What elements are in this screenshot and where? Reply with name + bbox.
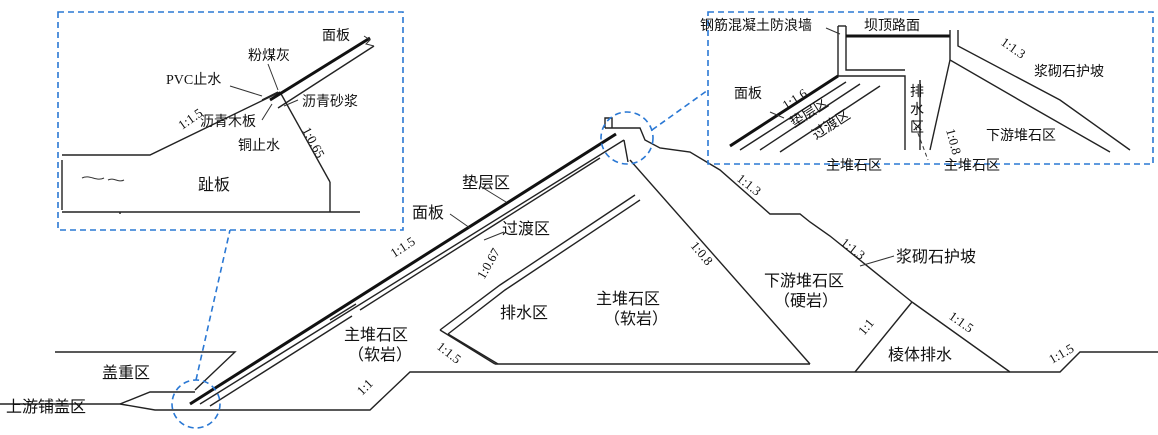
label-drain-zone: 排水区 bbox=[500, 304, 548, 322]
ld-pvc-stop: PVC止水 bbox=[166, 72, 221, 88]
main-labels: 上游铺盖区 盖重区 主堆石区 （软岩） 主堆石区 （软岩） 排水区 垫层区 面板… bbox=[6, 174, 976, 416]
label-soft-rock-center: （软岩） bbox=[604, 310, 668, 328]
rd-main-rock-a: 主堆石区 bbox=[826, 158, 882, 174]
rd-crest-road: 坝顶路面 bbox=[864, 18, 920, 34]
slope-down-a: 1:1.3 bbox=[734, 171, 764, 199]
left-detail-labels: 面板 粉煤灰 PVC止水 沥青砂浆 沥青木板 铜止水 趾板 1:1.5 1:0.… bbox=[166, 28, 358, 194]
ld-toe-slab: 趾板 bbox=[198, 176, 230, 194]
dam-outline bbox=[0, 117, 1158, 411]
ld-fly-ash: 粉煤灰 bbox=[248, 48, 290, 64]
label-hard-rock: （硬岩） bbox=[774, 292, 838, 310]
rd-main-rock-b: 主堆石区 bbox=[944, 158, 1000, 174]
ld-face-slab: 面板 bbox=[322, 28, 350, 44]
rd-slope-08: 1:0.8 bbox=[943, 127, 964, 156]
label-cushion-zone: 垫层区 bbox=[462, 174, 510, 192]
slope-prism: 1:1 bbox=[855, 316, 877, 338]
slope-labels: 1:1.5 1:0.67 1:0.8 1:1.3 1:1.3 1:1.5 1:1… bbox=[354, 171, 1077, 399]
ld-asphalt-board: 沥青木板 bbox=[200, 114, 256, 130]
rd-drain-2: 水 bbox=[910, 102, 924, 118]
slope-right: 1:1.5 bbox=[946, 308, 976, 335]
label-transition-zone: 过渡区 bbox=[502, 220, 550, 238]
slope-inner-067: 1:0.67 bbox=[474, 245, 504, 281]
right-detail-labels: 钢筋混凝土防浪墙 坝顶路面 浆砌石护坡 面板 垫层区 过渡区 排 水 区 主堆石… bbox=[700, 17, 1104, 174]
label-soft-rock-left: （软岩） bbox=[348, 346, 412, 364]
rd-drain-3: 区 bbox=[910, 120, 924, 136]
slope-upstream: 1:1.5 bbox=[387, 234, 417, 261]
rd-slope-13: 1:1.3 bbox=[998, 34, 1028, 61]
label-prism-drain: 棱体排水 bbox=[888, 346, 952, 364]
rd-face-slab: 面板 bbox=[734, 86, 762, 102]
label-main-rock-left: 主堆石区 bbox=[344, 326, 408, 344]
label-face-slab: 面板 bbox=[412, 204, 444, 222]
ld-copper-stop: 铜止水 bbox=[238, 138, 280, 154]
label-main-rock-center: 主堆石区 bbox=[596, 290, 660, 308]
slope-base: 1:1.5 bbox=[1046, 340, 1076, 366]
slope-down-b: 1:1.3 bbox=[838, 235, 868, 263]
ld-asphalt-mortar: 沥青砂浆 bbox=[302, 94, 358, 110]
rd-parapet: 钢筋混凝土防浪墙 bbox=[700, 17, 812, 34]
left-detail-drawing bbox=[61, 35, 375, 214]
label-upstream-blanket: 上游铺盖区 bbox=[6, 398, 86, 416]
detail-callouts bbox=[57, 11, 1154, 429]
rd-masonry-slope: 浆砌石护坡 bbox=[1034, 64, 1104, 80]
right-detail-drawing bbox=[729, 25, 1131, 161]
label-masonry-slope: 浆砌石护坡 bbox=[896, 248, 976, 266]
slope-inner-08: 1:0.8 bbox=[688, 238, 716, 268]
slope-toe: 1:1 bbox=[354, 376, 376, 398]
ld-slope-065: 1:0.65 bbox=[299, 124, 328, 160]
label-downstream-rock: 下游堆石区 bbox=[764, 272, 844, 290]
rd-downstream-rock: 下游堆石区 bbox=[986, 128, 1056, 144]
rd-drain-1: 排 bbox=[910, 84, 924, 100]
label-cover-weight: 盖重区 bbox=[102, 364, 150, 382]
